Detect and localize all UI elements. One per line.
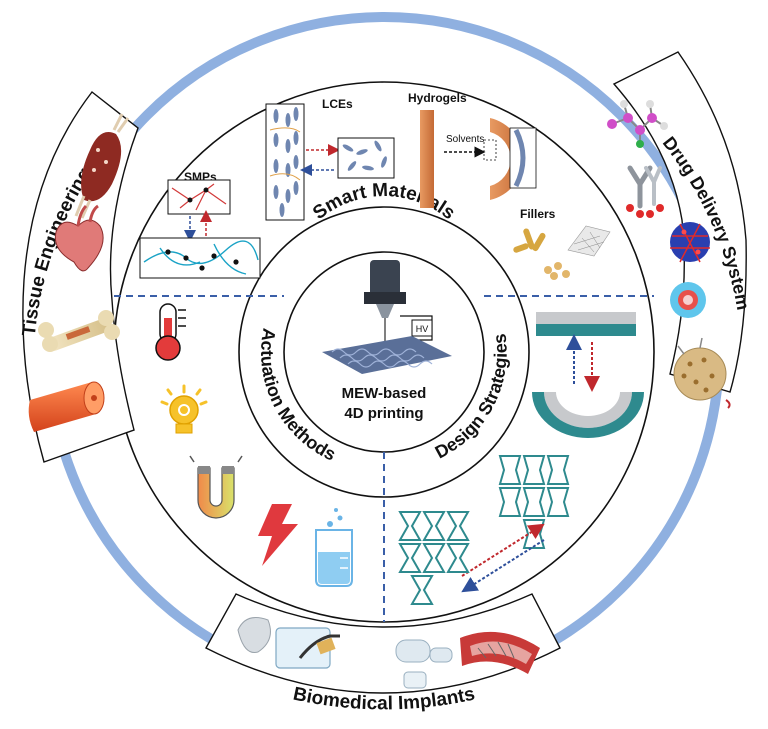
hydrogel-flat bbox=[420, 110, 434, 208]
stent-icon bbox=[460, 631, 540, 674]
label-hydrogels: Hydrogels bbox=[408, 91, 467, 105]
nanoparticle-icon bbox=[673, 337, 731, 409]
bent-bilayer bbox=[532, 392, 644, 438]
printer-illustration: HV bbox=[322, 260, 452, 374]
drug-delivery-panel bbox=[612, 51, 747, 393]
center-line2: 4D printing bbox=[344, 405, 423, 422]
bone-icon bbox=[38, 310, 120, 352]
molecule-icon bbox=[607, 100, 668, 148]
joint-implant-icon bbox=[237, 617, 340, 669]
filler-rods bbox=[513, 228, 546, 253]
lce-aligned bbox=[265, 103, 305, 221]
nanocage-icon bbox=[670, 222, 710, 263]
label-fillers: Fillers bbox=[520, 207, 556, 221]
lce-random bbox=[337, 137, 395, 179]
hv-label: HV bbox=[416, 324, 429, 334]
label-solvents: Solvents bbox=[446, 134, 484, 145]
center-line1: MEW-based bbox=[342, 385, 427, 402]
antibody-icon bbox=[626, 165, 664, 218]
thermometer-icon bbox=[155, 303, 186, 361]
magnet-icon bbox=[189, 455, 243, 519]
scaffold-implant-icon bbox=[395, 639, 453, 689]
smp-network-bottom bbox=[139, 237, 261, 279]
honeycomb-lattice bbox=[498, 455, 570, 549]
lightning-icon bbox=[258, 504, 298, 566]
bilayer-strip bbox=[536, 312, 636, 336]
filler-spheres bbox=[544, 262, 570, 280]
reentrant-lattice bbox=[398, 511, 470, 605]
heart-icon bbox=[54, 204, 104, 272]
smp-network-top bbox=[167, 179, 231, 215]
label-lces: LCEs bbox=[322, 97, 353, 111]
micelle-icon bbox=[670, 282, 706, 318]
muscle-icon bbox=[74, 113, 130, 219]
blood-vessel-icon bbox=[28, 381, 105, 432]
beaker-icon bbox=[315, 508, 353, 587]
filler-graphene bbox=[567, 225, 611, 257]
lightbulb-icon bbox=[160, 384, 208, 434]
